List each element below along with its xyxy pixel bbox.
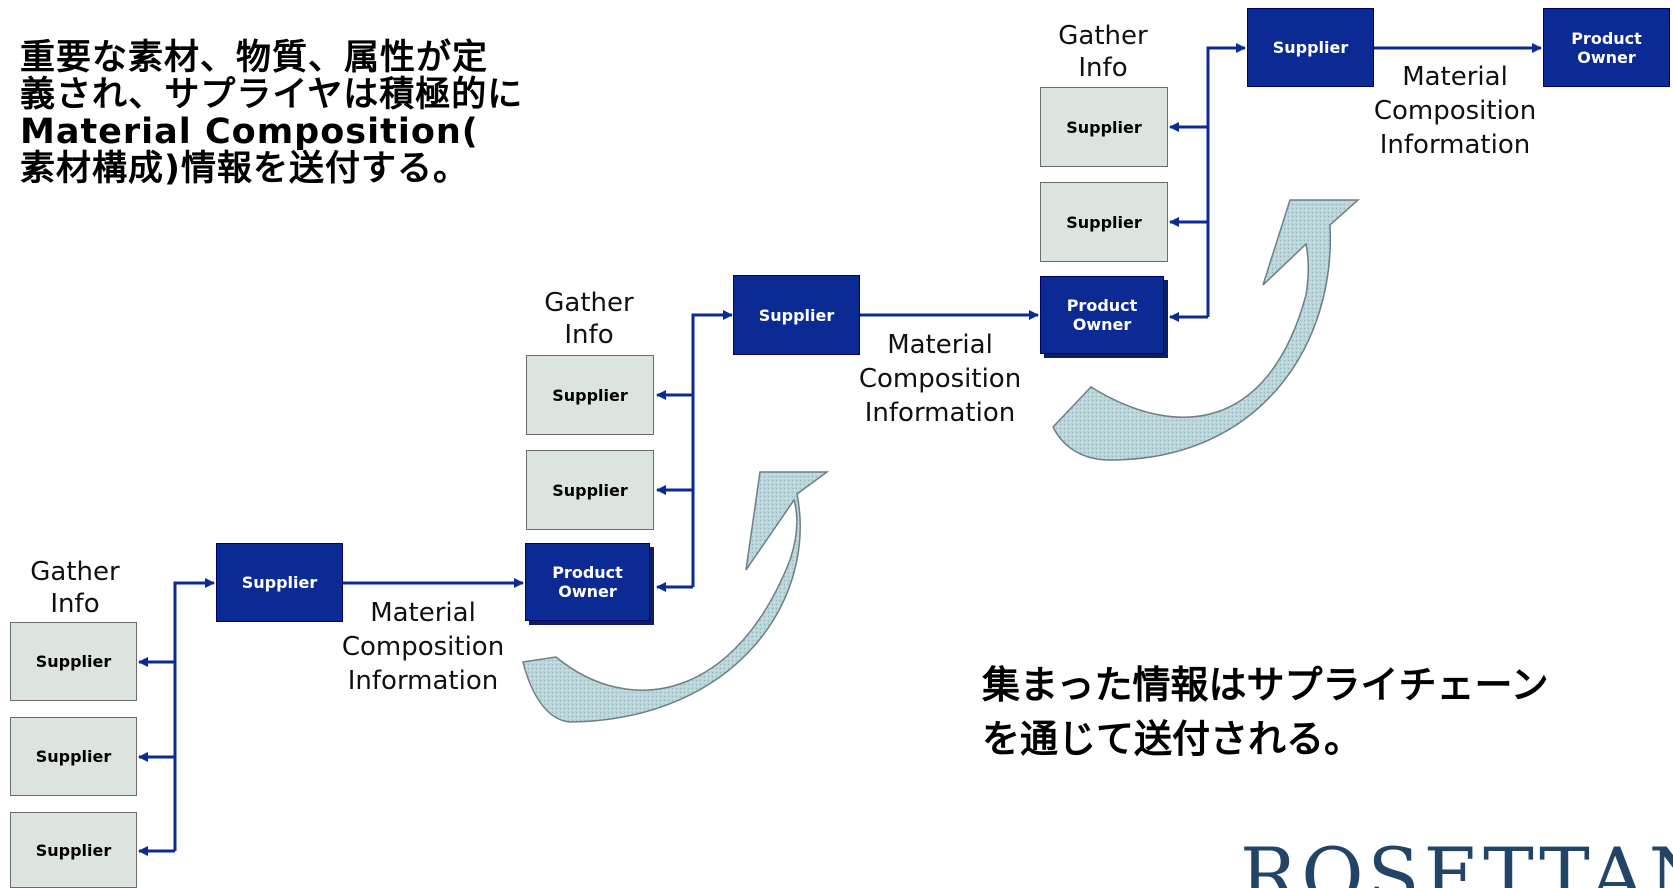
box-label: Supplier xyxy=(35,747,112,766)
flow-line: Composition xyxy=(858,364,1022,394)
tier2-trunk-arrow xyxy=(691,310,733,587)
tier1-connectors xyxy=(138,578,524,856)
curved-arrow-2 xyxy=(1052,199,1360,461)
closing-line: を通じて送付される。 xyxy=(982,717,1363,761)
flow-line: Composition xyxy=(1373,96,1537,126)
tier1-sub-supplier-3: Supplier xyxy=(10,812,137,888)
closing-line: 集まった情報はサプライチェーン xyxy=(982,663,1549,707)
flow-line: Material xyxy=(370,598,476,628)
flow-line: Information xyxy=(347,666,499,696)
box-label: Supplier xyxy=(35,652,112,671)
gather-line: Gather xyxy=(544,288,634,318)
tier3-sub-supplier-1: Supplier xyxy=(1040,87,1168,167)
flow-line: Material xyxy=(1402,62,1508,92)
box-label: Supplier xyxy=(1066,212,1142,232)
intro-line: Material Composition( xyxy=(20,112,479,152)
tier3-flow-label: Material Composition Information xyxy=(1345,60,1565,162)
box-label: Supplier xyxy=(1066,117,1142,137)
owner-line: Product xyxy=(1571,28,1642,48)
tier2-supplier: Supplier xyxy=(733,275,860,355)
flow-line: Composition xyxy=(341,632,505,662)
gather-line: Info xyxy=(564,320,614,350)
gather-line: Info xyxy=(50,589,100,619)
curved-arrow-1 xyxy=(522,471,830,723)
gather-line: Info xyxy=(1078,53,1128,83)
tier3-gather-label: Gather Info xyxy=(1038,20,1168,85)
tier3-trunk-arrow xyxy=(1206,43,1246,317)
logo-text: ROSETTANET xyxy=(1240,838,1673,888)
rosettanet-logo: ROSETTANET xyxy=(1240,838,1673,888)
owner-line: Owner xyxy=(1577,47,1636,67)
tier3-connectors xyxy=(1169,43,1542,322)
intro-text: 重要な素材、物質、属性が定 義され、サプライヤは積極的に Material Co… xyxy=(20,40,640,188)
tier1-supplier: Supplier xyxy=(216,543,343,622)
box-label: Supplier xyxy=(241,573,318,592)
tier1-sub-supplier-1: Supplier xyxy=(10,622,137,701)
gather-line: Gather xyxy=(1058,21,1148,51)
box-label: Supplier xyxy=(35,840,112,860)
tier1-gather-label: Gather Info xyxy=(10,556,140,621)
box-label: Supplier xyxy=(552,480,628,500)
tier1-sub-supplier-2: Supplier xyxy=(10,717,137,796)
tier2-flow-label: Material Composition Information xyxy=(830,328,1050,430)
flow-line: Material xyxy=(887,330,993,360)
tier2-gather-label: Gather Info xyxy=(524,287,654,352)
closing-text: 集まった情報はサプライチェーン を通じて送付される。 xyxy=(982,658,1642,766)
tier2-sub-supplier-1: Supplier xyxy=(526,355,654,435)
flow-line: Information xyxy=(1379,130,1531,160)
owner-line: Product xyxy=(1066,296,1138,315)
intro-line: 重要な素材、物質、属性が定 xyxy=(20,38,489,78)
owner-line: Owner xyxy=(558,582,617,601)
owner-line: Product xyxy=(552,563,623,582)
tier3-sub-supplier-2: Supplier xyxy=(1040,182,1168,262)
owner-line: Owner xyxy=(1072,315,1132,334)
intro-line: 義され、サプライヤは積極的に xyxy=(20,75,524,115)
flow-line: Information xyxy=(864,398,1016,428)
intro-line: 素材構成)情報を送付する。 xyxy=(20,149,469,189)
tier2-sub-supplier-2: Supplier xyxy=(526,450,654,530)
tier3-supplier: Supplier xyxy=(1247,8,1374,87)
tier1-trunk-arrow xyxy=(173,578,215,851)
tier1-flow-label: Material Composition Information xyxy=(313,596,533,698)
gather-line: Gather xyxy=(30,557,120,587)
box-label: Supplier xyxy=(1272,38,1349,57)
box-label: Supplier xyxy=(552,385,628,405)
tier2-connectors xyxy=(656,310,1039,592)
box-label: Supplier xyxy=(758,305,835,325)
